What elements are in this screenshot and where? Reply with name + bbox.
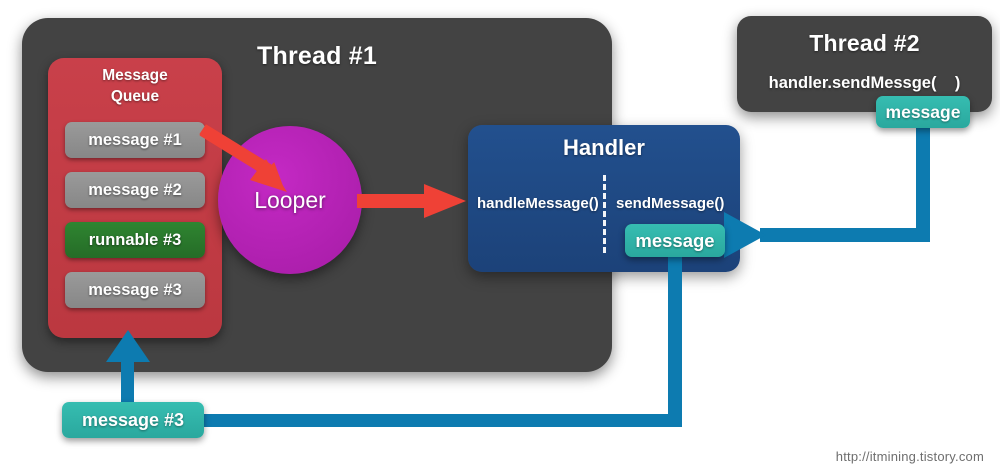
watermark-text: http://itmining.tistory.com bbox=[835, 449, 984, 464]
queue-item-runnable-3[interactable]: runnable #3 bbox=[65, 222, 205, 258]
message-queue-title-line1: Message bbox=[102, 67, 168, 84]
thread2-title: Thread #2 bbox=[809, 30, 920, 56]
connector-queue-vertical bbox=[121, 348, 134, 406]
thread1-title: Thread #1 bbox=[257, 42, 377, 70]
red-arrow-queue-to-looper-icon bbox=[199, 124, 287, 192]
handler-divider bbox=[603, 175, 606, 253]
thread2-code-line: handler.sendMessge( ) bbox=[768, 74, 961, 92]
handler-title: Handler bbox=[563, 135, 645, 160]
thread2-message-badge[interactable]: message bbox=[876, 96, 970, 128]
red-arrow-looper-to-handler-icon bbox=[357, 184, 466, 218]
handler-message-badge[interactable]: message bbox=[625, 224, 725, 257]
connector-handler-vertical bbox=[668, 250, 682, 416]
message-queue-title-line2: Queue bbox=[110, 87, 160, 105]
send-message-label: sendMessage() bbox=[616, 195, 725, 212]
connector-thread2-horizontal bbox=[760, 228, 925, 242]
queue-item-message-1[interactable]: message #1 bbox=[65, 122, 205, 158]
queue-item-message-3[interactable]: message #3 bbox=[65, 272, 205, 308]
handle-message-label: handleMessage() bbox=[477, 195, 599, 212]
looper-label: Looper bbox=[254, 186, 326, 213]
queue-item-message-2[interactable]: message #2 bbox=[65, 172, 205, 208]
blue-arrow-into-queue-icon bbox=[106, 330, 150, 362]
message-queue-box: Message Queue message #1 message #2 runn… bbox=[48, 58, 222, 338]
bottom-message3-badge[interactable]: message #3 bbox=[62, 402, 204, 438]
connector-thread2-vertical bbox=[916, 112, 930, 242]
message-queue-title: Message Queue bbox=[48, 66, 222, 108]
blue-arrow-into-handler-icon bbox=[724, 212, 766, 258]
connector-bottom-horizontal bbox=[200, 414, 682, 427]
